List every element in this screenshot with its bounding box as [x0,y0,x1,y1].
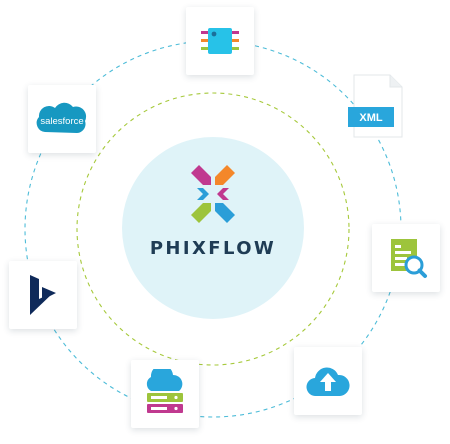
dynamics-logo-icon [30,275,56,315]
integration-card-salesforce[interactable]: salesforce [28,85,96,153]
salesforce-label: salesforce [40,116,83,127]
phixflow-logo-icon [191,165,235,223]
xml-file-icon: XML [348,74,403,138]
center-hub [122,137,304,319]
salesforce-logo-icon: salesforce [36,102,87,133]
cloud-server-icon [146,369,183,413]
integration-card-cloud-upload[interactable] [294,347,362,415]
xml-label: XML [359,112,383,124]
integration-card-dynamics[interactable] [9,261,77,329]
cloud-upload-icon [306,367,350,397]
microchip-icon [201,28,239,54]
integration-card-document-search[interactable] [372,224,440,292]
inner-ring [76,92,350,366]
integration-card-cloud-server[interactable] [131,360,199,428]
brand-name: PHIXFLOW [149,238,277,259]
integration-card-xml[interactable]: XML [342,72,410,140]
integration-card-chip[interactable] [186,7,254,75]
document-search-icon [391,239,427,278]
